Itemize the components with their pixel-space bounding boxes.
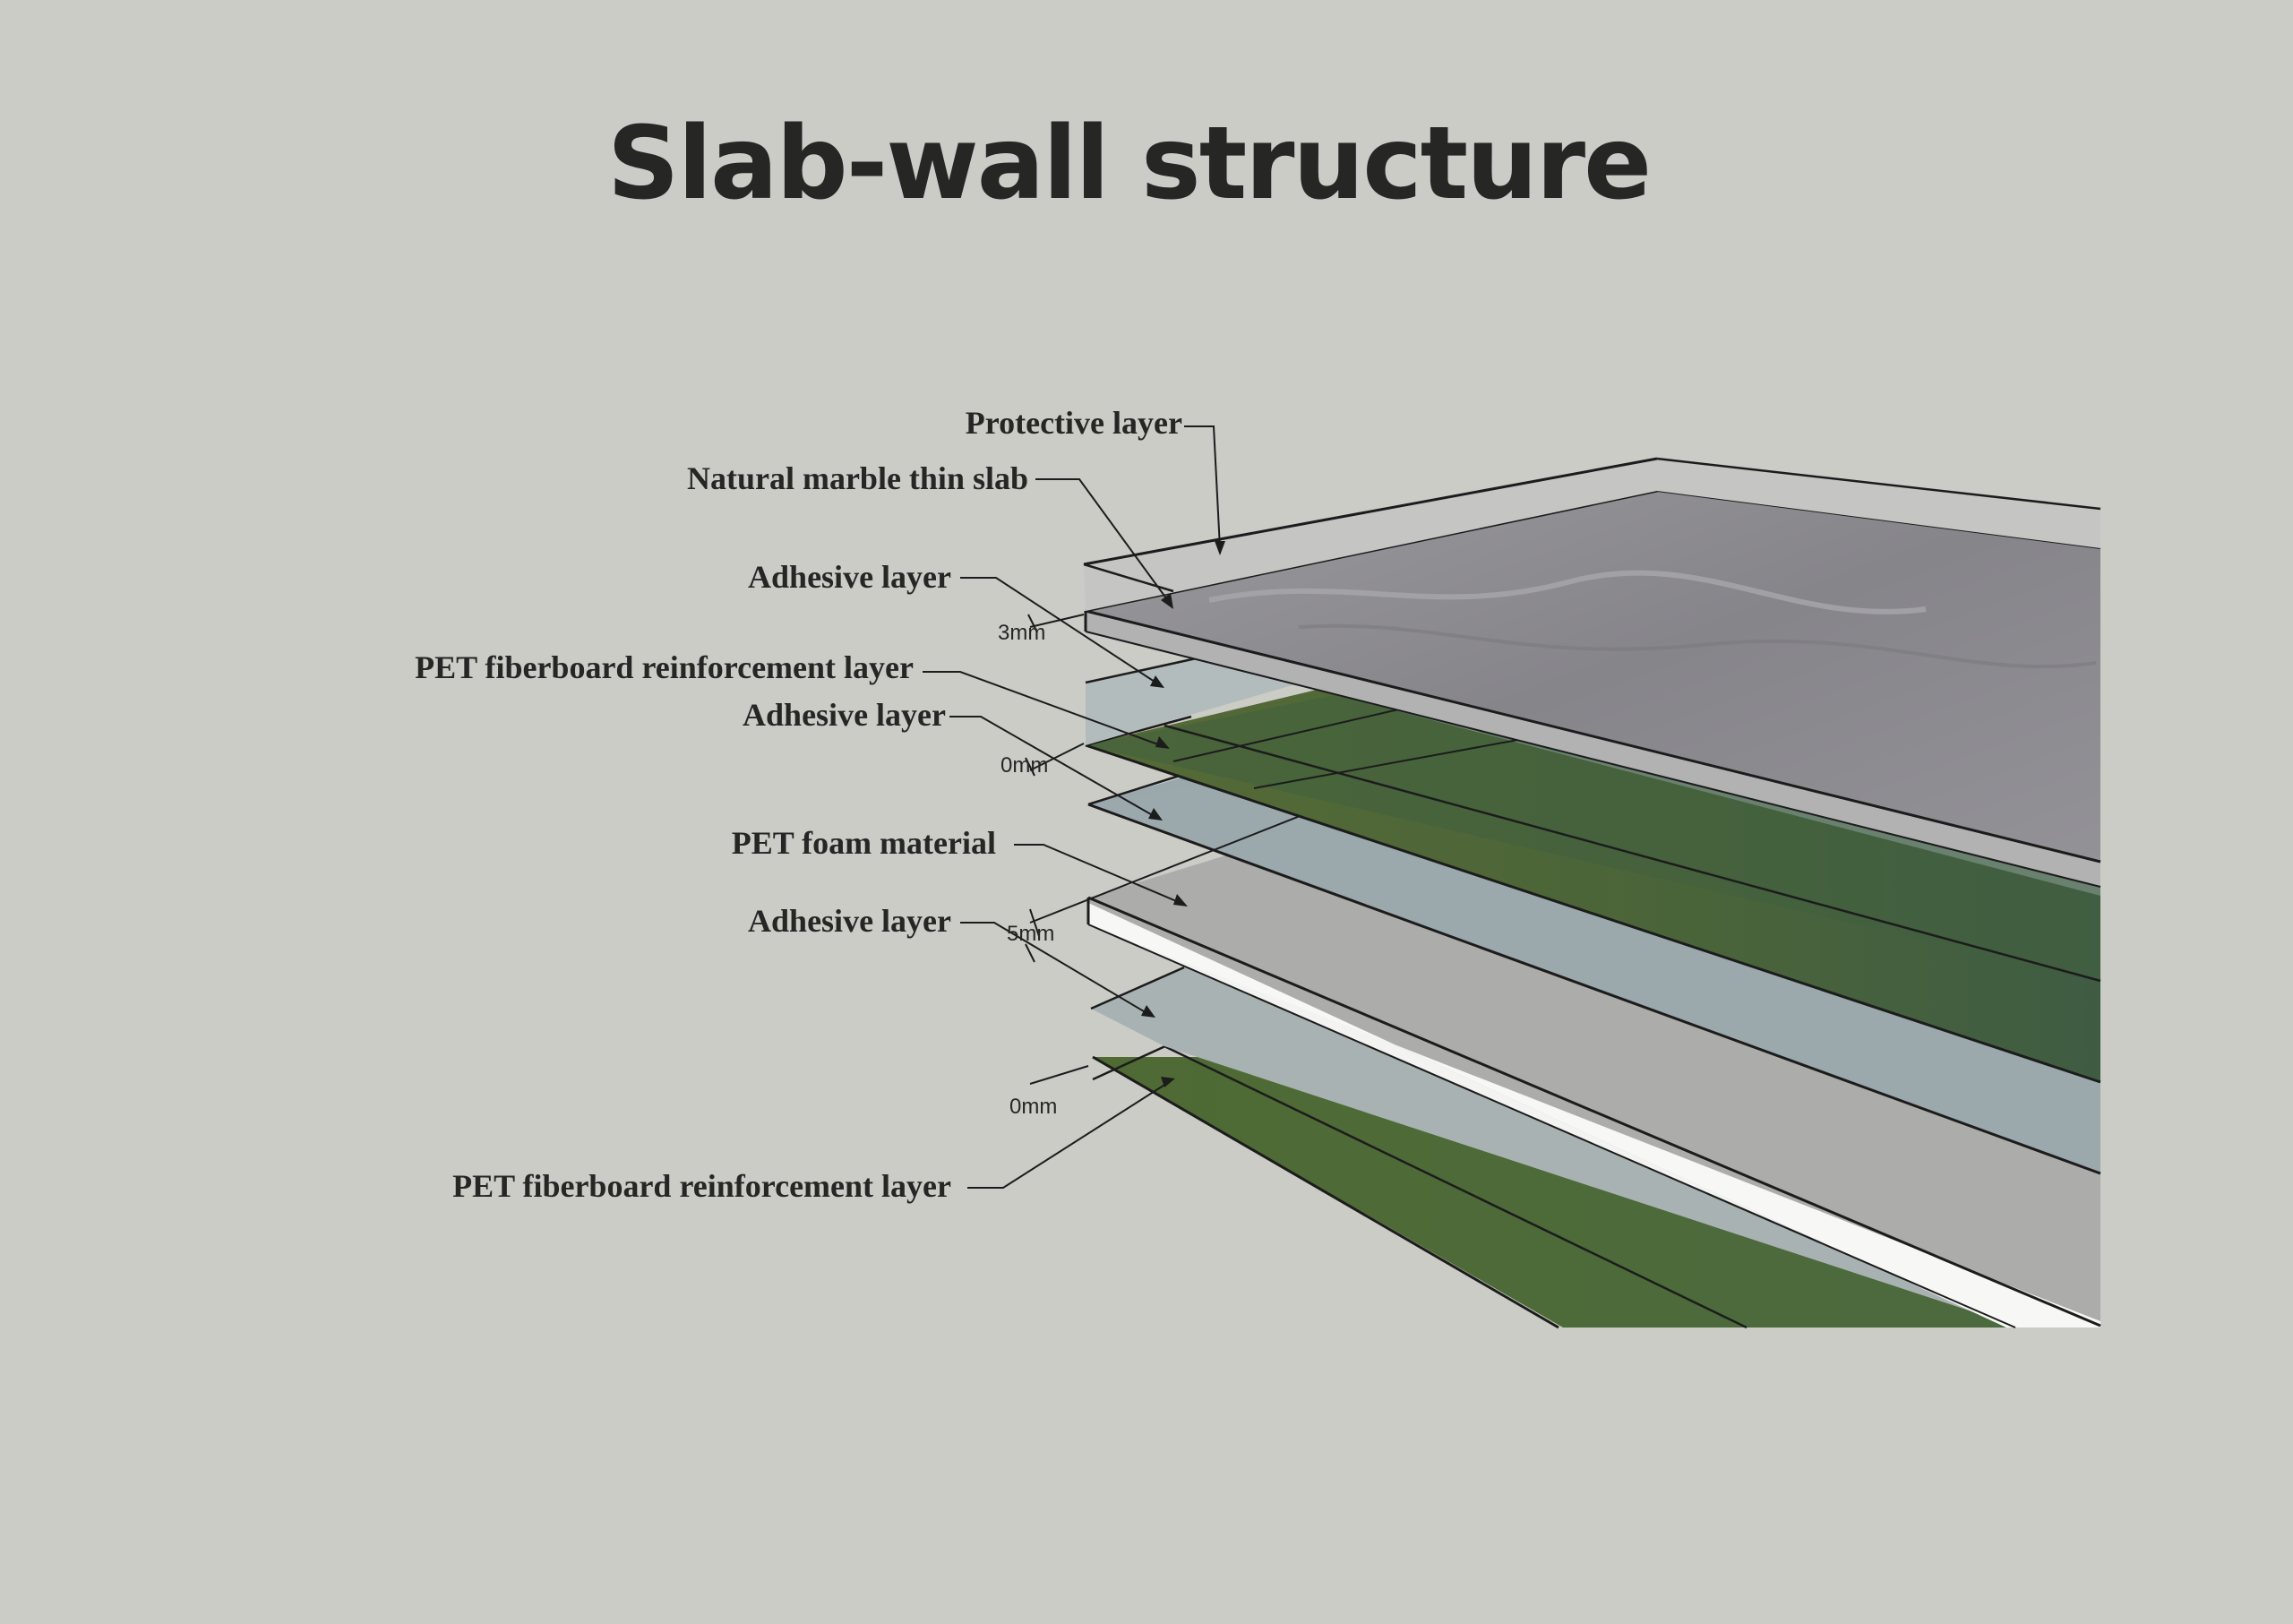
layer-pet-fiberboard-top bbox=[1085, 681, 2101, 1084]
label-adhesive-layer-2: Adhesive layer bbox=[743, 697, 946, 733]
leader-protective bbox=[1184, 425, 1221, 549]
label-protective-layer: Protective layer bbox=[966, 405, 1182, 441]
layer-pet-foam bbox=[1086, 833, 2101, 1328]
leader-pet-fiber-2 bbox=[967, 1081, 1170, 1189]
leader-lines bbox=[923, 425, 1221, 1189]
leader-adhesive-2 bbox=[949, 716, 1156, 818]
leader-pet-fiber-1 bbox=[923, 671, 1164, 747]
leader-adhesive-3 bbox=[960, 922, 1149, 1015]
leader-arrowheads bbox=[1141, 541, 1225, 1087]
dimension-label-3: 5mm bbox=[1007, 922, 1054, 946]
label-pet-foam: PET foam material bbox=[732, 825, 996, 861]
label-pet-fiberboard-2: PET fiberboard reinforcement layer bbox=[452, 1168, 951, 1204]
page-title: Slab-wall structure bbox=[606, 106, 1652, 222]
dimension-labels: 3mm 0mm 5mm 0mm bbox=[998, 621, 1057, 1119]
label-pet-fiberboard-1: PET fiberboard reinforcement layer bbox=[415, 649, 914, 685]
dimension-label-4: 0mm bbox=[1009, 1095, 1057, 1119]
leader-marble bbox=[1035, 478, 1170, 603]
dimension-label-2: 0mm bbox=[1001, 753, 1048, 778]
dimension-ticks bbox=[1025, 614, 1089, 1085]
leader-pet-foam bbox=[1014, 844, 1181, 904]
layer-adhesive-top bbox=[1085, 656, 1308, 745]
label-marble-slab: Natural marble thin slab bbox=[687, 460, 1028, 496]
dimension-label-1: 3mm bbox=[998, 621, 1045, 645]
layer-labels: Protective layer Natural marble thin sla… bbox=[415, 405, 1182, 1204]
label-adhesive-layer-3: Adhesive layer bbox=[748, 903, 951, 939]
label-adhesive-layer-1: Adhesive layer bbox=[748, 559, 951, 595]
leader-adhesive-1 bbox=[960, 577, 1158, 684]
